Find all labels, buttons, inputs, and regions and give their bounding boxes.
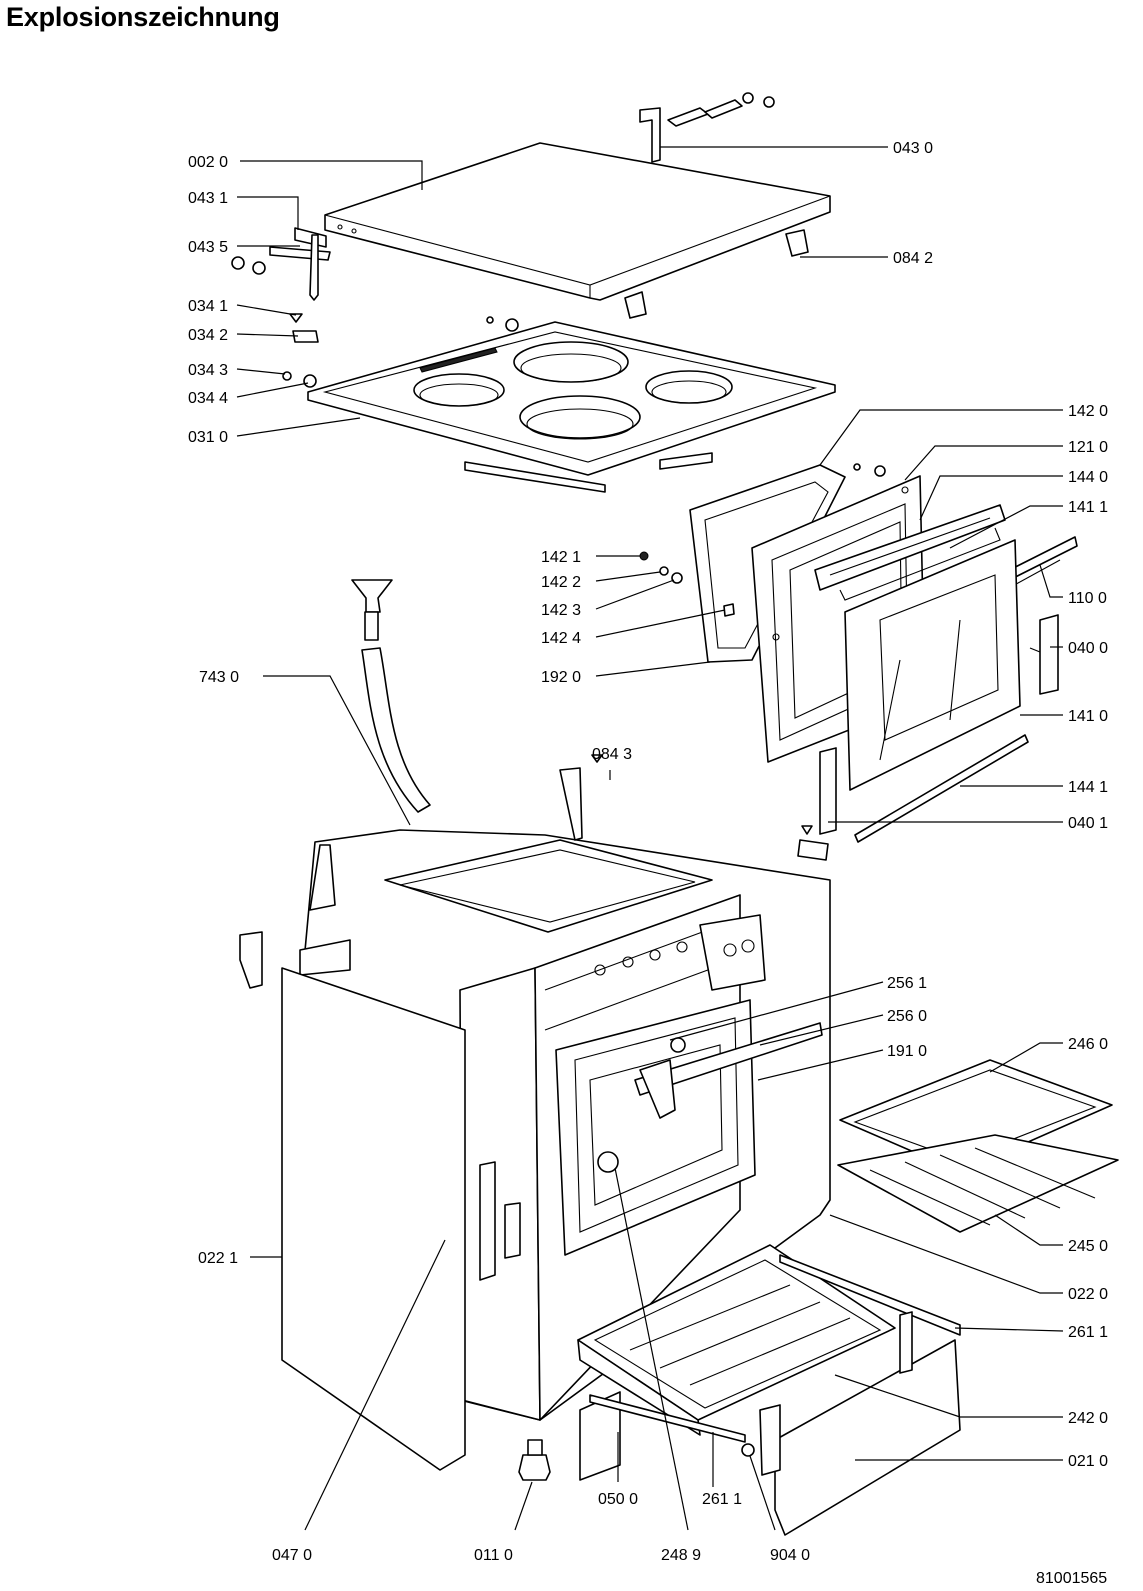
label-034-4: 034 4 xyxy=(188,390,228,407)
label-050-0: 050 0 xyxy=(598,1491,638,1508)
label-246-0: 246 0 xyxy=(1068,1036,1108,1053)
drawing-number: 81001565 xyxy=(1036,1570,1107,1587)
rubber-buffers xyxy=(624,229,809,319)
label-040-0: 040 0 xyxy=(1068,640,1108,657)
part-labels: 002 0 043 0 043 1 043 5 084 2 034 1 034 … xyxy=(188,140,1108,1587)
label-121-0: 121 0 xyxy=(1068,439,1108,456)
door-small-parts xyxy=(639,463,886,617)
bracket-084-3 xyxy=(559,754,603,841)
label-191-0: 191 0 xyxy=(887,1043,927,1060)
label-256-1: 256 1 xyxy=(887,975,927,992)
label-034-2: 034 2 xyxy=(188,327,228,344)
label-141-0: 141 0 xyxy=(1068,708,1108,725)
label-043-0: 043 0 xyxy=(893,140,933,157)
label-022-1: 022 1 xyxy=(198,1250,238,1267)
label-144-1: 144 1 xyxy=(1068,779,1108,796)
label-192-0: 192 0 xyxy=(541,669,581,686)
label-144-0: 144 0 xyxy=(1068,469,1108,486)
hinge-bracket-left xyxy=(231,227,331,301)
label-040-1: 040 1 xyxy=(1068,815,1108,832)
label-022-0: 022 0 xyxy=(1068,1286,1108,1303)
label-011-0: 011 0 xyxy=(474,1547,513,1564)
side-panel-022-1 xyxy=(239,931,466,1471)
page-title: Explosionszeichnung xyxy=(6,2,280,32)
label-110-0: 110 0 xyxy=(1068,590,1107,607)
label-043-1: 043 1 xyxy=(188,190,228,207)
foot-011-0 xyxy=(518,1439,551,1481)
label-743-0: 743 0 xyxy=(199,669,239,686)
label-245-0: 245 0 xyxy=(1068,1238,1108,1255)
label-021-0: 021 0 xyxy=(1068,1453,1108,1470)
label-142-1: 142 1 xyxy=(541,549,581,566)
leader-lines xyxy=(236,146,1064,1531)
label-142-4: 142 4 xyxy=(541,630,581,647)
label-904-0: 904 0 xyxy=(770,1547,810,1564)
hinge-bracket-top-right xyxy=(639,92,775,163)
label-142-0: 142 0 xyxy=(1068,403,1108,420)
door-outer-glass xyxy=(844,539,1021,791)
label-256-0: 256 0 xyxy=(887,1008,927,1025)
label-084-2: 084 2 xyxy=(893,250,933,267)
door-hinge-right xyxy=(1029,614,1059,695)
label-034-3: 034 3 xyxy=(188,362,228,379)
grid-shelf-245-0 xyxy=(837,1134,1119,1233)
small-screws-hob xyxy=(282,313,519,388)
label-142-2: 142 2 xyxy=(541,574,581,591)
label-043-5: 043 5 xyxy=(188,239,228,256)
label-034-1: 034 1 xyxy=(188,298,228,315)
label-142-3: 142 3 xyxy=(541,602,581,619)
label-261-1-bottom: 261 1 xyxy=(702,1491,742,1508)
door-deflector-144-0 xyxy=(814,504,1006,601)
label-261-1-right: 261 1 xyxy=(1068,1324,1108,1341)
label-084-3: 084 3 xyxy=(592,746,632,763)
door-bottom-strip-and-hinge xyxy=(797,734,1029,861)
label-031-0: 031 0 xyxy=(188,429,228,446)
label-248-9: 248 9 xyxy=(661,1547,701,1564)
hob-tray xyxy=(307,321,836,493)
label-047-0: 047 0 xyxy=(272,1547,312,1564)
label-002-0: 002 0 xyxy=(188,154,228,171)
label-242-0: 242 0 xyxy=(1068,1410,1108,1427)
hose-743-0 xyxy=(351,579,431,813)
label-141-1: 141 1 xyxy=(1068,499,1108,516)
cover-lid xyxy=(324,142,831,301)
